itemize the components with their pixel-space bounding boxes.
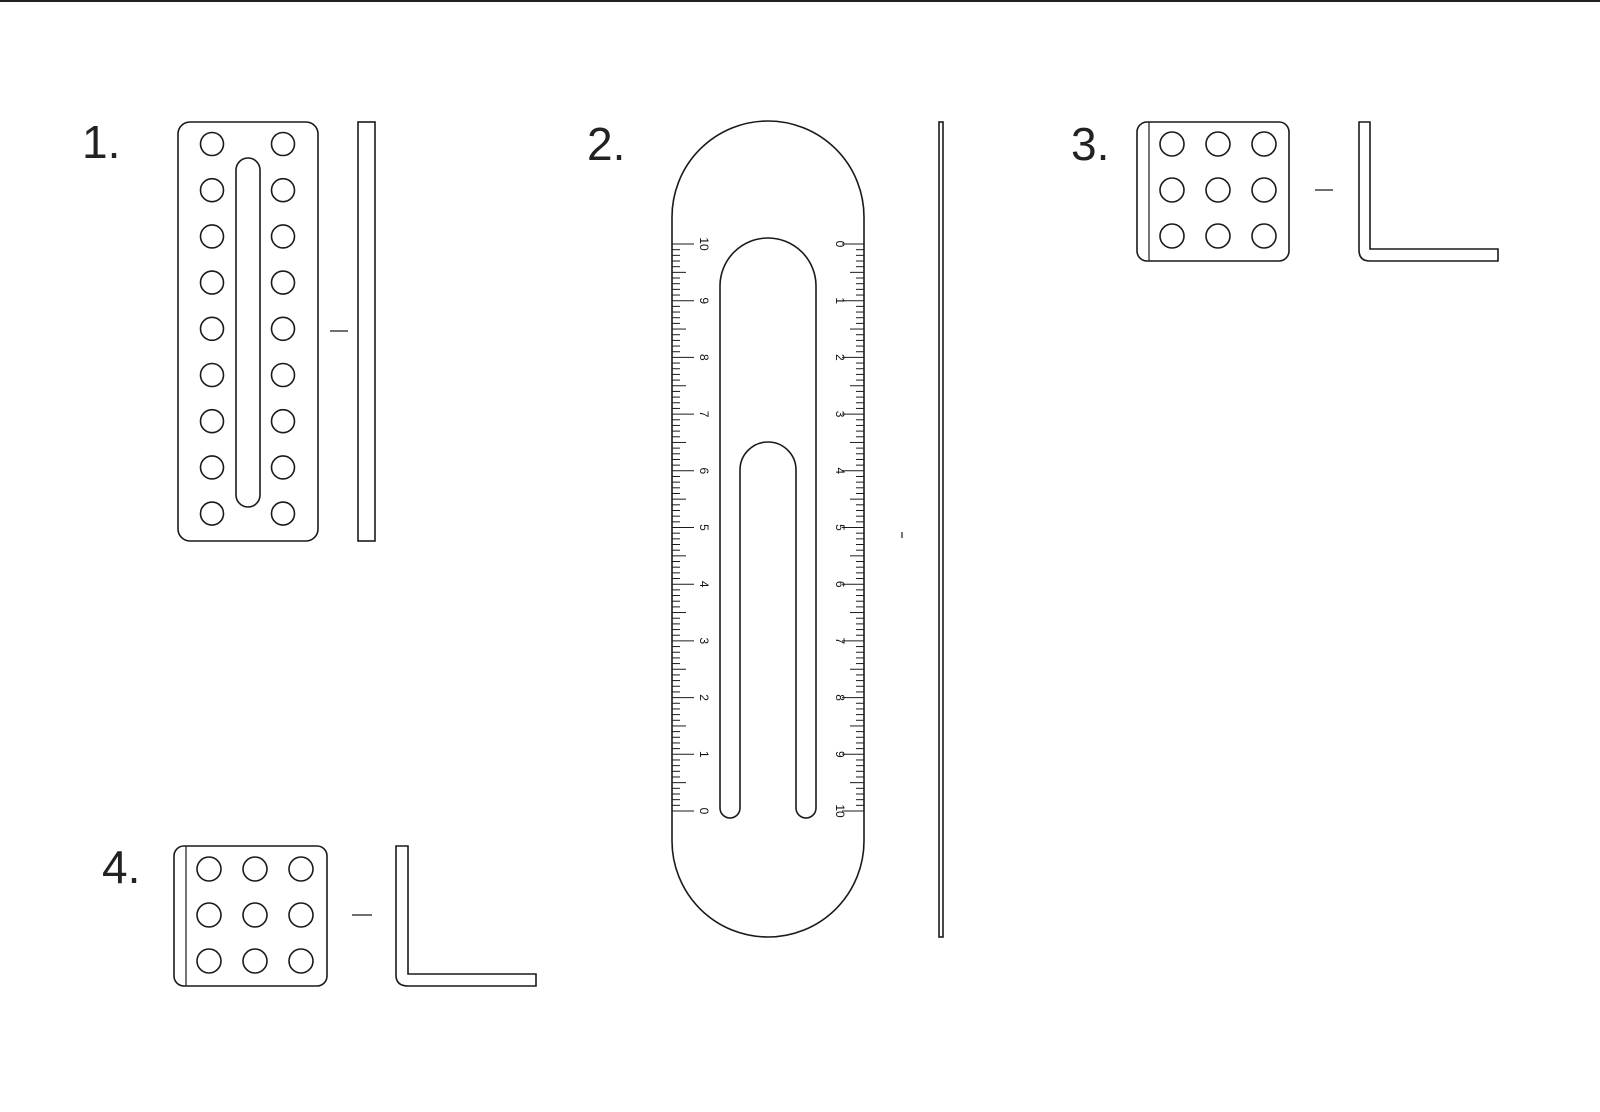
scale-number: 10 [697, 237, 711, 251]
scale-number: 0 [697, 808, 711, 815]
plate-hole [270, 408, 296, 434]
scale-number: 10 [833, 804, 847, 818]
top-border-line [0, 0, 1600, 2]
plate-hole [199, 224, 225, 249]
figure-4: 4. [102, 841, 537, 987]
plate-hole [270, 455, 296, 480]
bracket-hole [288, 948, 314, 974]
scale-number: 7 [697, 411, 711, 418]
plate-hole [270, 131, 296, 157]
plate-hole [270, 316, 296, 342]
bracket-hole [242, 948, 268, 974]
plate-hole [270, 224, 296, 249]
bracket-hole [242, 856, 268, 882]
scale-number: 8 [697, 354, 711, 361]
plate-hole [270, 501, 296, 526]
bracket-hole [288, 856, 314, 882]
scale-number: 7 [833, 638, 847, 645]
bracket-hole [196, 902, 222, 928]
figure-2-side-view [938, 121, 944, 938]
scale-number: 4 [697, 581, 711, 588]
bracket-hole [196, 948, 222, 974]
plate-hole [199, 455, 225, 480]
scale-number: 3 [833, 411, 847, 418]
bracket-hole [196, 856, 222, 882]
figure-1-label: 1. [82, 116, 120, 168]
scale-number: 9 [697, 297, 711, 304]
figure-4-label: 4. [102, 841, 140, 893]
scale-number: 9 [833, 751, 847, 758]
scale-number: 8 [833, 694, 847, 701]
bracket-hole [1251, 177, 1277, 203]
bracket-hole [1159, 131, 1185, 157]
plate-slot [235, 157, 261, 508]
plate-hole [270, 362, 296, 388]
plate-holes [199, 131, 296, 526]
plate-hole [199, 177, 225, 203]
scale-number: 5 [697, 524, 711, 531]
figure-4-side-view [395, 845, 537, 987]
bracket-hole [1205, 177, 1231, 203]
figure-3-front-view [1136, 121, 1290, 262]
figure-4-front-view [173, 845, 328, 987]
scale-number: 2 [833, 354, 847, 361]
bracket-hole [1205, 223, 1231, 249]
bracket-hole [1251, 131, 1277, 157]
plate-hole [270, 177, 296, 203]
bracket-hole [1159, 223, 1185, 249]
scale-number: 5 [833, 524, 847, 531]
left-scale-ticks [672, 243, 694, 812]
plate-hole [199, 131, 225, 157]
right-scale-numbers: 0 1 2 3 4 5 6 7 8 9 10 [833, 241, 847, 818]
bracket-hole [1251, 223, 1277, 249]
scale-number: 2 [697, 694, 711, 701]
figure-1-side-view [357, 121, 376, 542]
scale-number: 0 [833, 241, 847, 248]
figure-1: 1. [82, 116, 376, 542]
scale-number: 1 [833, 297, 847, 304]
figure-2-label: 2. [587, 118, 625, 170]
figure-1-front-view [177, 121, 319, 542]
plate-hole [199, 501, 225, 526]
paperclip-cutout [719, 237, 817, 819]
bracket-hole [288, 902, 314, 928]
plate-hole [199, 362, 225, 388]
plate-hole [270, 270, 296, 295]
scale-number: 6 [697, 467, 711, 474]
figure-3-label: 3. [1071, 118, 1109, 170]
plate-hole [199, 408, 225, 434]
figure-3: 3. [1071, 118, 1499, 262]
scale-number: 4 [833, 467, 847, 474]
scale-number: 3 [697, 638, 711, 645]
right-scale-ticks [842, 243, 864, 812]
bracket-holes [1159, 131, 1277, 249]
scale-number: 6 [833, 581, 847, 588]
bracket-hole [1205, 131, 1231, 157]
plate-hole [199, 316, 225, 342]
figure-3-side-view [1358, 121, 1499, 262]
bracket-hole [242, 902, 268, 928]
bracket-hole [1159, 177, 1185, 203]
bracket-holes [196, 856, 314, 974]
scale-number: 1 [697, 751, 711, 758]
plate-hole [199, 270, 225, 295]
